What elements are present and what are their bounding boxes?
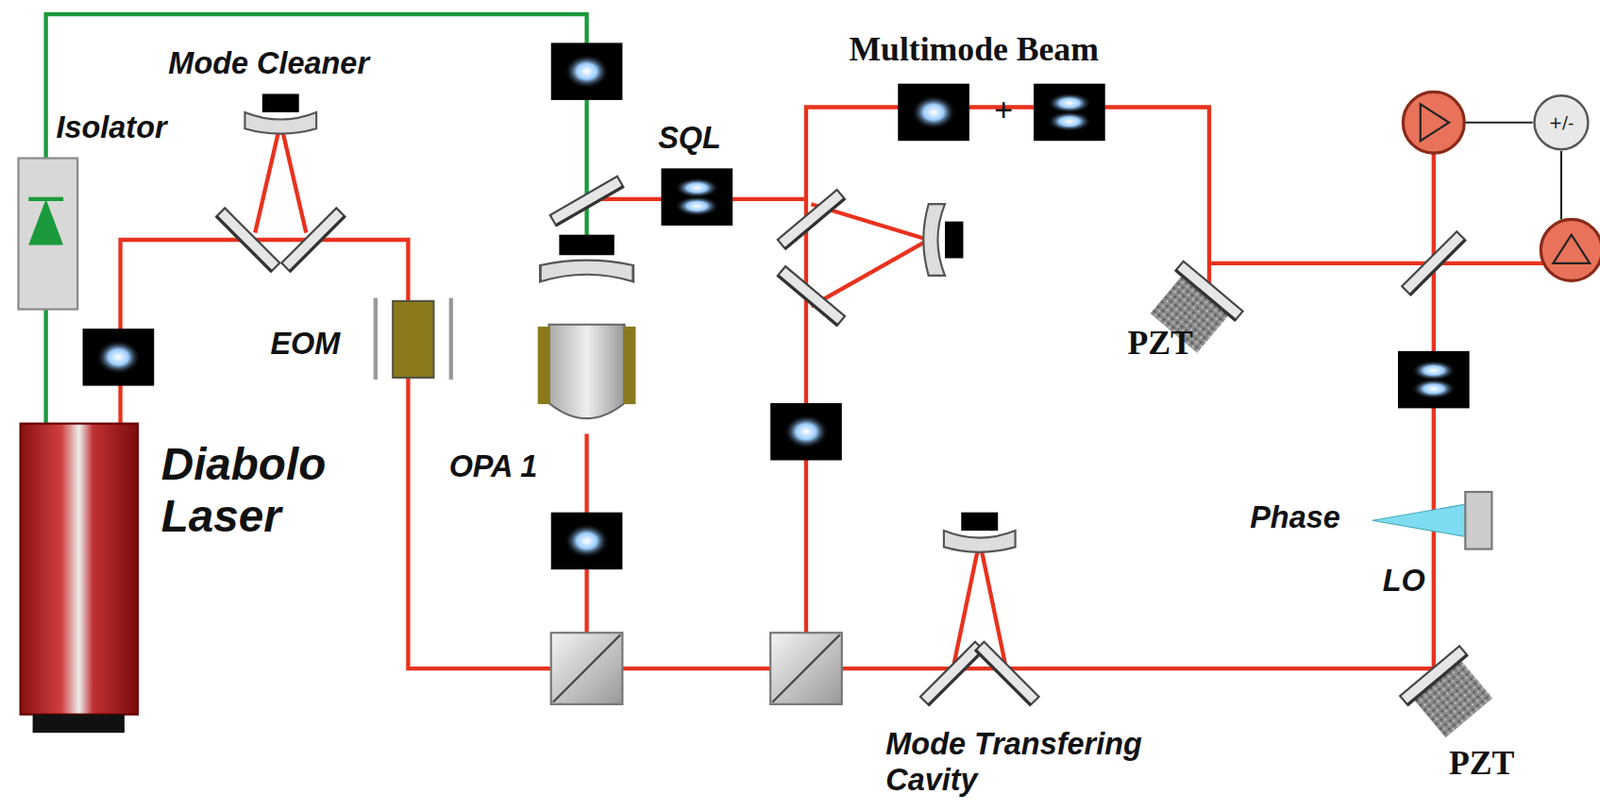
- eom-label: EOM: [269, 326, 340, 362]
- plus-sign: +: [993, 91, 1013, 130]
- mode-cleaner-label: Mode Cleaner: [168, 46, 370, 82]
- subtractor-circle: +/-: [1532, 93, 1591, 152]
- laser-label: Diabolo Laser: [161, 438, 366, 542]
- node-text: +/-: [1549, 112, 1575, 133]
- cavity-label: Mode Transfering Cavity: [885, 726, 1233, 798]
- phase-label: Phase: [1249, 500, 1341, 536]
- opa-label: OPA 1: [449, 449, 539, 485]
- sql-label: SQL: [657, 120, 722, 156]
- lo-label: LO: [1382, 563, 1426, 599]
- pzt-label: PZT: [1448, 744, 1515, 783]
- beam-label: Multimode Beam: [848, 30, 1099, 68]
- pzt-label: PZT: [1127, 324, 1193, 363]
- isolator-label: Isolator: [55, 110, 167, 146]
